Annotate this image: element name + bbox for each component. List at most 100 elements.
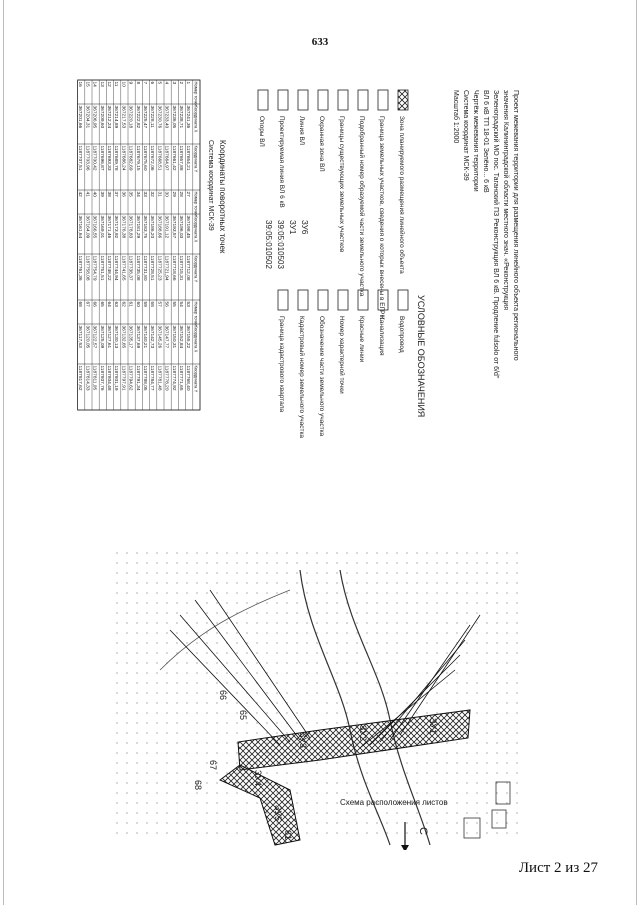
table-cell: 1187751,51 xyxy=(99,256,105,281)
table-cell: 367173,92 xyxy=(113,216,119,239)
table-cell: 1187700,42 xyxy=(92,146,98,171)
table-cell: 1187804,48 xyxy=(106,366,112,391)
table-cell: 367191,12 xyxy=(164,216,170,239)
table-header-cell: Координата Y xyxy=(193,256,198,283)
table-cell: 367228,11 xyxy=(149,106,155,129)
table-cell: 367186,20 xyxy=(149,216,155,239)
legend-item: Охранная зона ВЛ xyxy=(318,116,325,172)
table-border xyxy=(77,79,201,411)
table-cell: 1187748,22 xyxy=(106,256,112,281)
legend-item: Номер характерной точки xyxy=(338,316,346,394)
header-line: Система координат МСК-39 xyxy=(462,90,469,181)
table-cell: 67 xyxy=(84,302,90,308)
legend-item: Граница кадастрового квартала xyxy=(278,316,285,412)
scheme-label: Схема расположения листов xyxy=(340,798,448,807)
header-line: Проект межевания территории для размещен… xyxy=(512,90,520,361)
table-cell: 367230,76 xyxy=(156,106,162,129)
table-cell: 367178,83 xyxy=(128,216,134,239)
table-cell: 367188,66 xyxy=(156,216,162,239)
table-cell: 16 xyxy=(77,82,83,88)
table-cell: 1187814,33 xyxy=(84,366,90,391)
table-cell: 1187771,65 xyxy=(178,366,184,391)
coords-title: Координаты поворотных точек xyxy=(218,140,227,254)
table-cell: 8 xyxy=(135,82,141,85)
table-cell: 1187718,66 xyxy=(171,256,177,281)
table-cell: 55 xyxy=(171,302,177,308)
table-cell: 12 xyxy=(106,82,112,88)
table-cell: 1187754,79 xyxy=(92,256,98,281)
table-cell: 38 xyxy=(106,192,112,198)
table-cell: 367181,29 xyxy=(135,216,141,239)
table-cell: 1187693,33 xyxy=(106,146,112,171)
table-cell: 1187654,21 xyxy=(185,146,191,171)
table-cell: 367214,89 xyxy=(113,106,119,129)
table-cell: 1187712,08 xyxy=(185,256,191,281)
table-cell: 39 xyxy=(99,192,105,198)
table-cell: 1187741,65 xyxy=(120,256,126,281)
table-cell: 27 xyxy=(185,192,191,198)
table-cell: 1187675,60 xyxy=(142,146,148,171)
table-cell: 367212,24 xyxy=(106,106,112,129)
table-cell: 1187788,05 xyxy=(142,366,148,391)
header-line: ВЛ 6 кВ ТП 18-01 Зелёно... 6 кВ xyxy=(482,90,489,193)
header-text: Проект межевания территории для размещен… xyxy=(452,90,520,379)
legend-item: Подобранный номер образуемой части земел… xyxy=(358,116,366,297)
table-cell: 367164,09 xyxy=(84,216,90,239)
table-cell: 367209,60 xyxy=(99,106,105,129)
table-cell: 58 xyxy=(149,302,155,308)
table-cell: 7 xyxy=(142,82,148,85)
map-label: 68 xyxy=(193,780,203,790)
table-cell: 1187661,42 xyxy=(171,146,177,171)
table-cell: 6 xyxy=(149,82,155,85)
table-cell: 1187784,77 xyxy=(149,366,155,391)
legend-symbol xyxy=(397,89,409,111)
legend-item: Опоры ВЛ xyxy=(258,116,265,147)
map-label: ЗУ3 xyxy=(298,732,308,748)
legend-symbol xyxy=(257,89,269,111)
table-cell: 65 xyxy=(99,302,105,308)
legend: УСЛОВНЫЕ ОБОЗНАЧЕНИЯ Зона планируемого р… xyxy=(257,89,426,438)
table-cell: 10 xyxy=(120,82,126,88)
table-cell: 1187672,06 xyxy=(149,146,155,171)
table-cell: 1187761,36 xyxy=(77,256,83,281)
table-cell: 1187682,69 xyxy=(128,146,134,171)
coordinates-table: Координаты поворотных точек Система коор… xyxy=(77,79,227,411)
table-cell: 1187794,62 xyxy=(128,366,134,391)
legend-symbol xyxy=(397,289,409,311)
page-number: 633 xyxy=(311,36,329,48)
legend-symbol xyxy=(277,289,289,311)
table-cell: 1187791,34 xyxy=(135,366,141,391)
legend-symbol xyxy=(277,89,289,111)
table-cell: 1187696,87 xyxy=(99,146,105,171)
table-cell: 367225,47 xyxy=(142,106,148,129)
table-cell: 1187703,96 xyxy=(84,146,90,171)
table-cell: 66 xyxy=(92,302,98,308)
table-cell: 367127,61 xyxy=(106,326,112,349)
table-cell: 367220,18 xyxy=(128,106,134,129)
table-cell: 1187728,51 xyxy=(149,256,155,281)
table-cell: 60 xyxy=(135,302,141,308)
table-cell: 68 xyxy=(77,302,83,308)
table-cell: 54 xyxy=(178,302,184,308)
table-cell: 59 xyxy=(142,302,148,308)
table-cell: 1187735,08 xyxy=(135,256,141,281)
path-branch xyxy=(159,589,291,671)
legend-symbol xyxy=(317,289,329,311)
legend-symbol xyxy=(337,89,349,111)
legend-item: Водопровод xyxy=(398,316,405,353)
table-cell: 367125,09 xyxy=(99,326,105,349)
header-line: Зеленоградский МО пос. Таганский ПЗ Реко… xyxy=(492,90,500,379)
table-cell: 367122,57 xyxy=(92,326,98,349)
table-cell: 367201,66 xyxy=(77,106,83,129)
map-label: 67 xyxy=(208,760,218,770)
table-cell: 61 xyxy=(128,302,134,308)
table-cell: 1187668,51 xyxy=(156,146,162,171)
legend-symbol xyxy=(377,289,389,311)
table-cell: 1187725,23 xyxy=(156,256,162,281)
table-cell: 3 xyxy=(171,82,177,85)
table-cell: 1187738,37 xyxy=(128,256,134,281)
table-cell: 28 xyxy=(178,192,184,198)
table-cell: 1187721,94 xyxy=(164,256,170,281)
rotated-drawing: Проект межевания территории для размещен… xyxy=(70,70,540,852)
table-cell: 367206,95 xyxy=(92,106,98,129)
